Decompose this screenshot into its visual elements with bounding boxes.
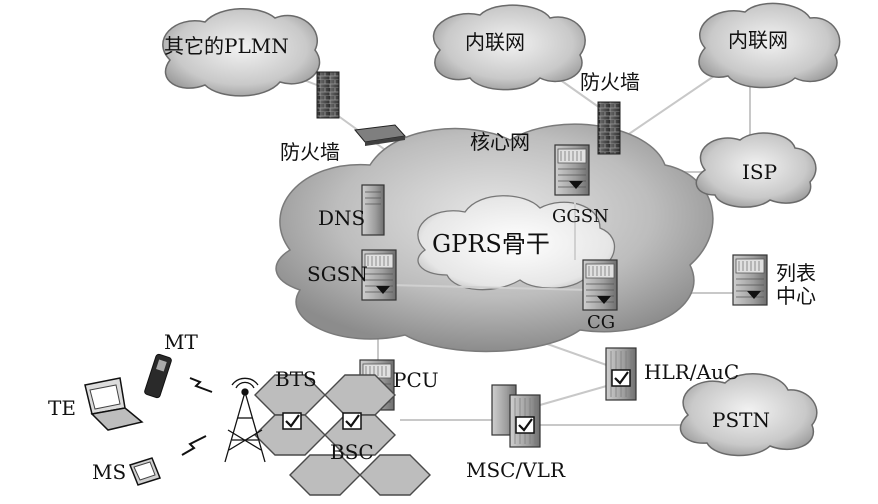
radio-signal-icon-2 [181, 435, 207, 456]
link-msc-hlr [539, 384, 611, 406]
bts-icon [281, 411, 303, 431]
label-pcu: PCU [393, 368, 439, 392]
label-pstn: PSTN [712, 408, 770, 432]
other-plmn-cloud [162, 8, 321, 97]
label-ms: MS [92, 460, 127, 484]
label-intranet-1: 内联网 [465, 30, 525, 54]
label-firewall-2: 防火墙 [580, 70, 640, 94]
cg-server-icon [582, 259, 618, 311]
label-dns: DNS [318, 206, 366, 230]
mobile-station-icon [129, 457, 161, 486]
ggsn-server-icon [554, 144, 590, 196]
intranet-cloud-2 [698, 2, 841, 89]
label-isp: ISP [742, 160, 778, 184]
label-intranet-2: 内联网 [728, 28, 788, 52]
label-other-plmn: 其它的PLMN [164, 34, 289, 58]
label-core-network: 核心网 [470, 130, 530, 154]
dns-server-icon [361, 184, 385, 236]
antenna-tower-icon [224, 377, 266, 463]
isp-cloud [695, 132, 817, 208]
label-firewall-1: 防火墙 [280, 140, 340, 164]
label-te: TE [48, 396, 76, 420]
label-gprs-backbone: GPRS骨干 [432, 230, 550, 258]
radio-signal-icon-1 [189, 377, 213, 393]
label-hlr-auc: HLR/AuC [644, 360, 740, 384]
bts-cells [254, 374, 431, 496]
laptop-icon [84, 377, 144, 431]
label-sgsn: SGSN [307, 262, 368, 286]
billing-server-icon [732, 254, 768, 306]
firewall-1-icon [316, 71, 340, 119]
label-msc-vlr: MSC/VLR [466, 458, 566, 482]
label-ggsn: GGSN [552, 206, 609, 227]
bsc-icon [341, 411, 363, 431]
gprs-backbone-cloud [417, 195, 616, 291]
label-mt: MT [164, 330, 198, 354]
label-bts: BTS [275, 367, 317, 391]
mobile-terminal-icon [144, 353, 172, 399]
intranet-cloud-1 [432, 4, 586, 91]
link-sgsn-cg [389, 284, 591, 291]
label-bsc: BSC [330, 440, 374, 464]
hlr-auc-icon [604, 346, 638, 402]
label-cg: CG [587, 312, 616, 333]
msc-vlr-icon [508, 393, 542, 449]
pstn-cloud [679, 373, 818, 457]
firewall-2-icon [597, 101, 621, 155]
label-billing-center: 列表中心 [776, 261, 816, 308]
